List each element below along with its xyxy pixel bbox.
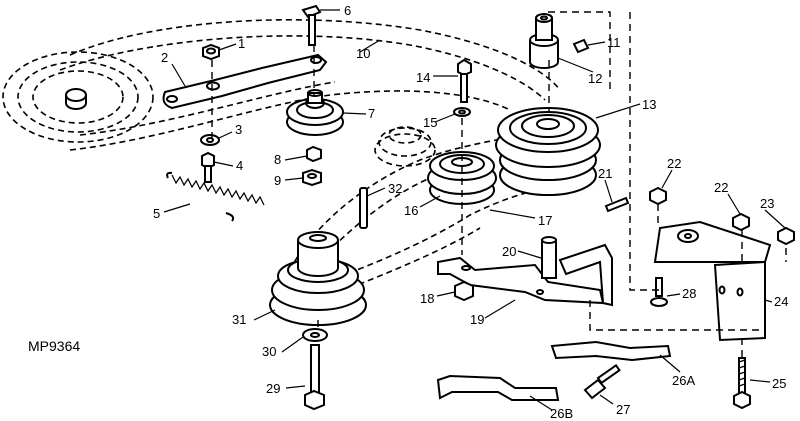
- label-28: 28: [682, 286, 696, 301]
- bolt-28: [650, 277, 668, 307]
- label-1: 1: [238, 36, 245, 51]
- bolt-14: [457, 58, 472, 103]
- pulley-hidden: [374, 126, 436, 167]
- spring-5: [166, 171, 265, 222]
- nut-22b: [732, 212, 750, 232]
- label-24: 24: [774, 294, 788, 309]
- nut-22a: [649, 186, 667, 206]
- label-12: 12: [588, 71, 602, 86]
- label-31: 31: [232, 312, 246, 327]
- label-17: 17: [538, 213, 552, 228]
- label-22a: 22: [667, 156, 681, 171]
- label-5: 5: [153, 206, 160, 221]
- washer-30: [302, 328, 328, 342]
- label-25: 25: [772, 376, 786, 391]
- left-pulley: [2, 51, 154, 143]
- bolt-27: [583, 363, 621, 400]
- spacer-20: [541, 236, 557, 279]
- nut-18: [454, 280, 474, 302]
- label-16: 16: [404, 203, 418, 218]
- label-3: 3: [235, 122, 242, 137]
- nut-23: [777, 226, 795, 246]
- label-6: 6: [344, 3, 351, 18]
- label-10: 10: [356, 46, 370, 61]
- label-2: 2: [161, 50, 168, 65]
- label-32: 32: [388, 181, 402, 196]
- pin-21: [604, 196, 630, 213]
- washer-3: [200, 134, 220, 146]
- label-7: 7: [368, 106, 375, 121]
- lever-26b: [436, 374, 560, 401]
- belt-10: [59, 19, 561, 151]
- pin-32: [359, 187, 368, 229]
- label-11: 11: [607, 35, 621, 50]
- label-19: 19: [470, 312, 484, 327]
- label-9: 9: [274, 173, 281, 188]
- bolt-4: [201, 151, 215, 183]
- label-26a: 26A: [672, 373, 695, 388]
- label-29: 29: [266, 381, 280, 396]
- bolt-25: [733, 357, 751, 410]
- lever-26a: [550, 340, 672, 362]
- hub-12: [529, 13, 559, 69]
- washer-15: [453, 107, 471, 117]
- nut-9: [302, 168, 322, 187]
- label-13: 13: [642, 97, 656, 112]
- label-14: 14: [416, 70, 430, 85]
- label-20: 20: [502, 244, 516, 259]
- label-27: 27: [616, 402, 630, 417]
- callout-labels: 1 2 3 4 5 6 7 8 9 10 11 12 13 14 15 16 1…: [28, 3, 788, 421]
- label-8: 8: [274, 152, 281, 167]
- pulley-13: [495, 107, 601, 196]
- idler-arm: [162, 53, 328, 110]
- label-4: 4: [236, 158, 243, 173]
- label-22b: 22: [714, 180, 728, 195]
- nut-8: [306, 145, 322, 163]
- diagram-code: MP9364: [28, 338, 80, 354]
- label-23: 23: [760, 196, 774, 211]
- bolt-29: [304, 344, 325, 411]
- pulley-31: [269, 231, 367, 326]
- bracket-19: [437, 243, 613, 307]
- label-26b: 26B: [550, 406, 573, 421]
- bracket-24: [653, 220, 772, 342]
- label-30: 30: [262, 344, 276, 359]
- leader-lines: [163, 9, 786, 411]
- nut-1: [202, 43, 220, 61]
- idler-pulley-7: [286, 89, 344, 136]
- label-21: 21: [598, 166, 612, 181]
- alignment-lines: [211, 11, 787, 358]
- label-18: 18: [420, 291, 434, 306]
- bolt-6: [301, 4, 322, 46]
- label-15: 15: [423, 115, 437, 130]
- pin-11: [572, 38, 590, 54]
